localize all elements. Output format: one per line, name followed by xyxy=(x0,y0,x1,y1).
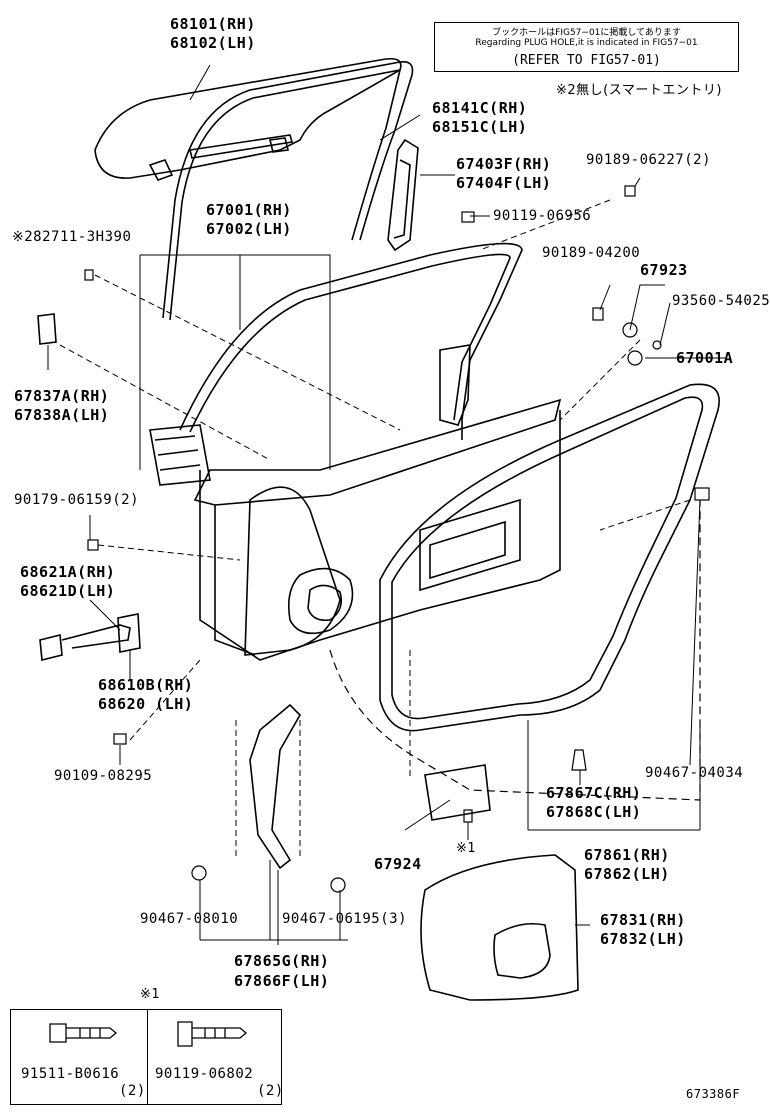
part-label: 67862(LH) xyxy=(584,865,670,883)
bolt-icons xyxy=(49,1021,248,1047)
part-label: 67867C(RH) xyxy=(546,784,642,802)
part-label: 67861(RH) xyxy=(584,846,670,864)
part-label: ※282711-3H390 xyxy=(12,229,132,245)
glass-run-channel xyxy=(162,60,414,321)
bolt-right-part: 90119-06802 xyxy=(155,1066,254,1082)
part-label: 68102(LH) xyxy=(170,34,256,52)
part-label: 90189-04200 xyxy=(542,245,641,261)
door-glass xyxy=(94,57,402,181)
part-label: 68141C(RH) xyxy=(432,99,528,117)
part-label: 93560-54025 xyxy=(672,293,770,309)
part-label: 67865G(RH) xyxy=(234,952,330,970)
part-label: 67404F(LH) xyxy=(456,174,552,192)
part-label: 67832(LH) xyxy=(600,930,686,948)
service-hole-cover xyxy=(420,854,579,1001)
part-label: 67837A(RH) xyxy=(14,387,110,405)
part-label: 90467-08010 xyxy=(140,911,239,927)
part-label: 67403F(RH) xyxy=(456,155,552,173)
part-label: 67923 xyxy=(640,261,688,279)
door-frame xyxy=(149,242,562,661)
part-label: 90119-06956 xyxy=(493,208,592,224)
part-label: 90179-06159(2) xyxy=(14,492,140,508)
part-label: 68621D(LH) xyxy=(20,582,116,600)
note-line-refer: (REFER TO FIG57-01) xyxy=(512,53,661,68)
bolt-box-divider xyxy=(147,1010,148,1104)
lock-cover xyxy=(424,764,491,821)
part-label: 67002(LH) xyxy=(206,220,292,238)
bolt-box-mark: ※1 xyxy=(140,987,161,1002)
part-label: 68151C(LH) xyxy=(432,118,528,136)
part-label: 68101(RH) xyxy=(170,15,256,33)
part-label: 68620 (LH) xyxy=(98,695,194,713)
part-label: 67001(RH) xyxy=(206,201,292,219)
part-label: 67866F(LH) xyxy=(234,972,330,990)
bolt-right-qty: (2) xyxy=(257,1083,284,1099)
bolt-left-part: 91511-B0616 xyxy=(21,1066,120,1082)
part-label: 67831(RH) xyxy=(600,911,686,929)
part-label: 67838A(LH) xyxy=(14,406,110,424)
fastener-markers xyxy=(84,185,710,893)
note-mark: ※1 xyxy=(456,841,477,856)
bolt-left-qty: (2) xyxy=(119,1083,146,1099)
part-label: 90189-06227(2) xyxy=(586,152,712,168)
door-weatherstrip xyxy=(379,383,720,732)
division-bar xyxy=(387,138,419,252)
part-label: 90109-08295 xyxy=(54,768,153,784)
dashed-leaders xyxy=(59,199,691,860)
part-label: 90467-04034 xyxy=(645,765,744,781)
reference-note-box: ブックホールはFIG57−01に掲載してあります Regarding PLUG … xyxy=(434,22,739,72)
part-label: 68610B(RH) xyxy=(98,676,194,694)
note-line-japanese: ブックホールはFIG57−01に掲載してあります xyxy=(492,28,681,38)
door-pad xyxy=(37,313,57,345)
door-check xyxy=(39,613,141,662)
figure-code: 673386F xyxy=(686,1087,741,1101)
note-line-english: Regarding PLUG HOLE,it is indicated in F… xyxy=(475,38,698,48)
part-label: 68621A(RH) xyxy=(20,563,116,581)
bolt-reference-box: 91511-B0616 (2) 90119-06802 (2) xyxy=(10,1009,284,1105)
part-label: 67924 xyxy=(374,855,422,873)
part-label: 67001A xyxy=(676,349,734,367)
smart-entry-note: ※2無し(スマートエントリ) xyxy=(556,83,722,98)
door-trim-lower xyxy=(249,703,301,870)
leader-lines xyxy=(47,64,725,945)
part-label: 67868C(LH) xyxy=(546,803,642,821)
part-label: 90467-06195(3) xyxy=(282,911,408,927)
